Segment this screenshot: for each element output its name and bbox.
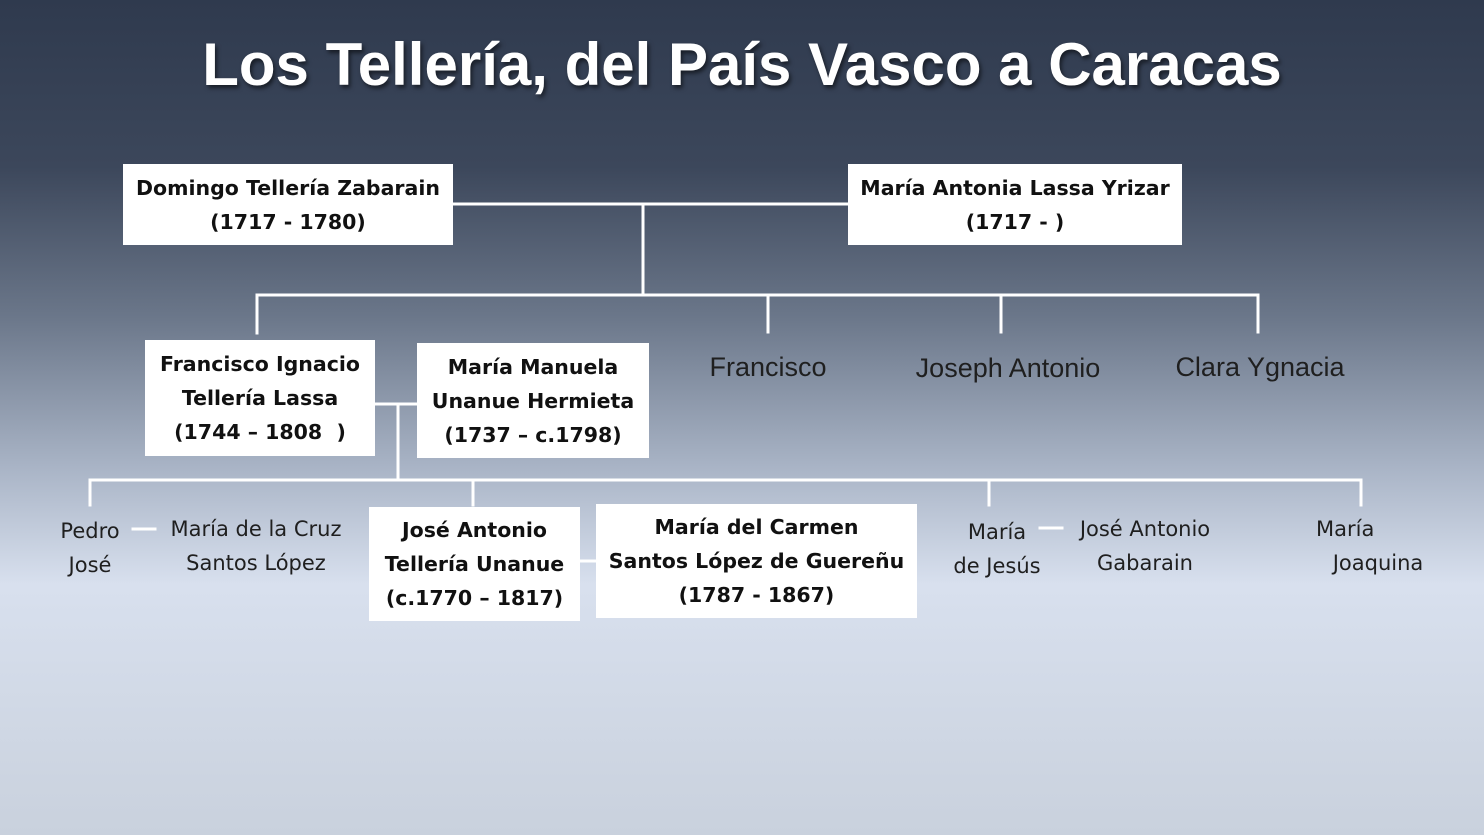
person-name-line1: Pedro (60, 519, 120, 543)
person-name-line2: José (68, 553, 112, 577)
person-francisco-ignacio-telleria-lassa: Francisco Ignacio Tellería Lassa (1744 –… (145, 340, 375, 456)
person-maria-de-jesus: María de Jesús (942, 515, 1052, 583)
person-name: Domingo Tellería Zabarain (136, 175, 440, 200)
person-pedro-jose: Pedro José (50, 514, 130, 582)
person-name-line2: Tellería Lassa (181, 386, 339, 410)
person-name-line2: Joaquina (1332, 551, 1424, 575)
person-joseph-antonio: Joseph Antonio (915, 353, 1101, 383)
person-name-line2: Santos López de Guereñu (608, 549, 905, 573)
person-jose-antonio-telleria-unanue: José Antonio Tellería Unanue (c.1770 – 1… (369, 507, 580, 621)
person-dates: (1737 – c.1798) (444, 422, 622, 447)
person-name: María Antonia Lassa Yrizar (860, 175, 1170, 200)
person-jose-antonio-gabarain: José Antonio Gabarain (1064, 512, 1226, 580)
person-name-line1: María (1316, 517, 1375, 541)
person-name-line1: María del Carmen (654, 515, 859, 539)
person-name-line2: de Jesús (953, 554, 1041, 578)
person-name-line1: María Manuela (447, 354, 619, 379)
person-name-line1: María de la Cruz (170, 517, 342, 541)
person-name-line2: Tellería Unanue (384, 552, 565, 576)
person-maria-manuela-unanue-hermieta: María Manuela Unanue Hermieta (1737 – c.… (417, 343, 649, 458)
page-title: Los Tellería, del País Vasco a Caracas (202, 31, 1282, 98)
person-name-line2: Gabarain (1097, 551, 1193, 575)
person-dates: (1717 - 1780) (210, 209, 366, 234)
person-maria-antonia-lassa-yrizar: María Antonia Lassa Yrizar (1717 - ) (848, 164, 1182, 245)
person-name-line1: Francisco Ignacio (160, 352, 360, 376)
person-name-line2: Unanue Hermieta (431, 388, 635, 413)
person-name-line1: José Antonio (1079, 517, 1211, 541)
person-maria-del-carmen-santos-lopez-de-guerenu: María del Carmen Santos López de Guereñu… (596, 504, 917, 618)
person-dates: (c.1770 – 1817) (385, 586, 564, 610)
person-name-line2: Santos López (186, 551, 326, 575)
person-dates: (1744 – 1808 ) (174, 420, 346, 444)
person-domingo-telleria-zabarain: Domingo Tellería Zabarain (1717 - 1780) (123, 164, 453, 245)
person-francisco: Francisco (709, 352, 827, 382)
person-dates: (1717 - ) (965, 209, 1065, 234)
person-maria-de-la-cruz-santos-lopez: María de la Cruz Santos López (158, 512, 354, 580)
person-dates: (1787 - 1867) (678, 583, 835, 607)
person-name-line1: José Antonio (401, 518, 547, 542)
person-name-line1: María (967, 520, 1027, 544)
person-maria-joaquina: María Joaquina (1316, 512, 1440, 580)
person-clara-ygnacia: Clara Ygnacia (1175, 352, 1345, 382)
